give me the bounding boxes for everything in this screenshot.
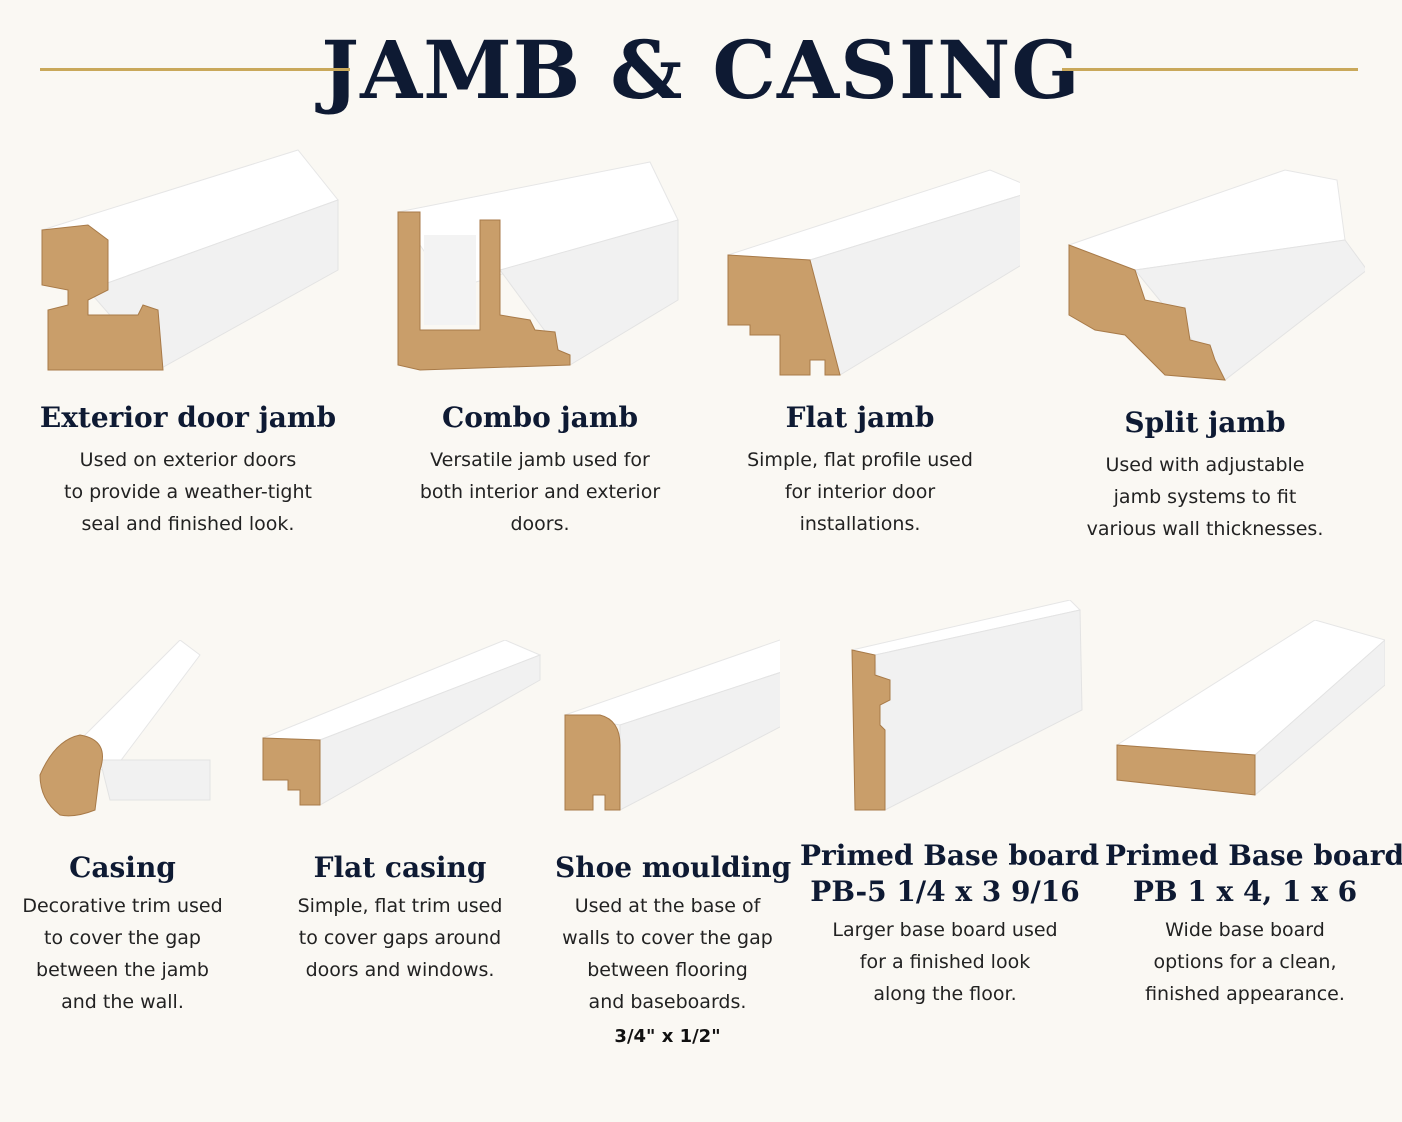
exterior-door-jamb-image	[41, 149, 339, 371]
primed-base-board-pb-image	[1115, 620, 1385, 797]
product-size: 3/4" x 1/2"	[614, 1026, 721, 1047]
flat-casing-image	[262, 640, 542, 806]
product-name: Combo jamb	[441, 401, 639, 434]
product-description: Versatile jamb used for both interior an…	[419, 449, 661, 535]
flat-jamb-image	[727, 169, 1020, 376]
product-description: Simple, flat trim used to cover gaps aro…	[297, 895, 503, 981]
product-name: Casing	[69, 851, 176, 884]
product-description: Wide base board options for a clean, fin…	[1145, 919, 1345, 1005]
product-card-primed-base-board-pb[interactable]: Primed Base board PB 1 x 4, 1 x 6 Wide b…	[1105, 620, 1402, 1010]
product-card-flat-casing[interactable]: Flat casing Simple, flat trim used to co…	[255, 640, 545, 986]
product-card-flat-jamb[interactable]: Flat jamb Simple, flat profile used for …	[700, 160, 1020, 540]
product-description: Decorative trim used to cover the gap be…	[22, 895, 223, 1013]
product-code: PB-5 1/4 x 3 9/16	[810, 875, 1080, 908]
product-name: Primed Base board	[1105, 839, 1402, 872]
product-description: Used on exterior doors to provide a weat…	[64, 449, 312, 535]
product-name: Split jamb	[1124, 406, 1286, 439]
product-card-combo-jamb[interactable]: Combo jamb Versatile jamb used for both …	[380, 150, 700, 540]
product-description: Used at the base of walls to cover the g…	[562, 895, 773, 1013]
product-name: Shoe moulding	[555, 851, 792, 884]
product-card-exterior-door-jamb[interactable]: Exterior door jamb Used on exterior door…	[28, 140, 348, 540]
product-card-shoe-moulding[interactable]: Shoe moulding Used at the base of walls …	[555, 635, 792, 1047]
page-title: JAMB & CASING	[321, 23, 1081, 117]
product-name: Flat jamb	[785, 401, 935, 434]
product-card-split-jamb[interactable]: Split jamb Used with adjustable jamb sys…	[1045, 160, 1365, 545]
title-rule-left	[40, 68, 350, 71]
product-name: Primed Base board	[800, 839, 1100, 872]
product-description: Larger base board used for a finished lo…	[832, 919, 1058, 1005]
primed-base-board-pb5-image	[851, 600, 1083, 811]
product-description: Simple, flat profile used for interior d…	[747, 449, 973, 535]
product-description: Used with adjustable jamb systems to fit…	[1086, 454, 1324, 540]
split-jamb-image	[1067, 169, 1365, 381]
product-card-casing[interactable]: Casing Decorative trim used to cover the…	[20, 640, 225, 1018]
title-rule-right	[1062, 68, 1358, 71]
product-name: Exterior door jamb	[39, 401, 337, 434]
product-name: Flat casing	[313, 851, 487, 884]
casing-image	[39, 640, 211, 817]
product-card-primed-base-board-pb5[interactable]: Primed Base board PB-5 1/4 x 3 9/16 Larg…	[800, 600, 1100, 1010]
combo-jamb-image	[397, 161, 679, 371]
product-code: PB 1 x 4, 1 x 6	[1132, 875, 1358, 908]
shoe-moulding-image	[563, 639, 780, 811]
